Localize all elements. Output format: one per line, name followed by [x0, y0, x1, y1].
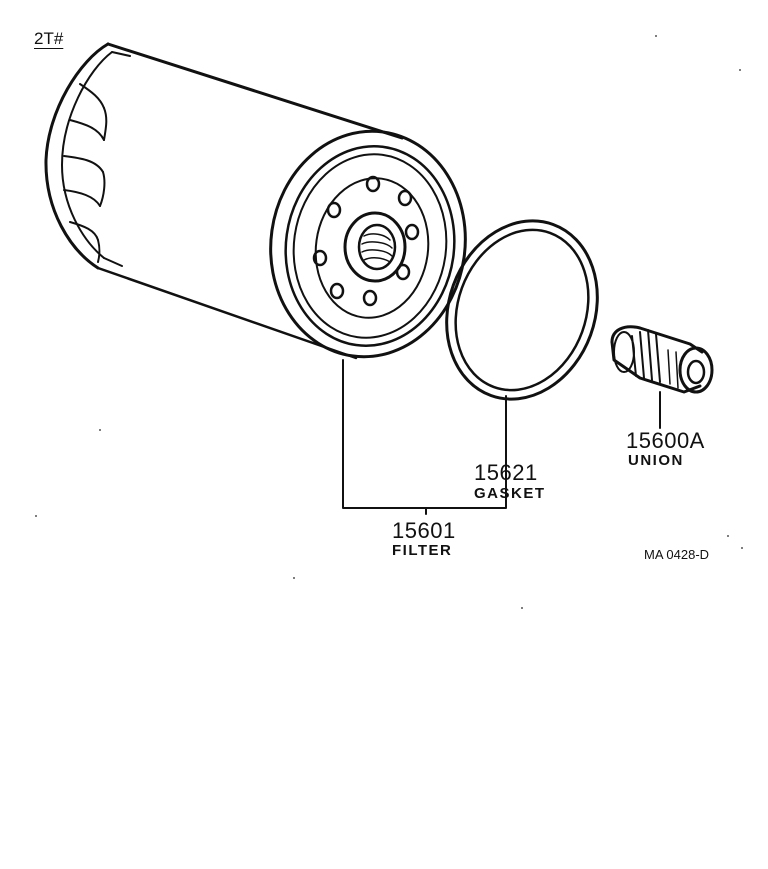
oil-filter-drawing	[44, 42, 467, 360]
diagram-code: MA 0428-D	[644, 547, 710, 562]
part-number-union: 15600A	[626, 428, 705, 453]
union-drawing	[610, 325, 714, 394]
part-number-gasket: 15621	[474, 460, 538, 485]
part-name-union: UNION	[628, 452, 684, 469]
leader-lines	[342, 359, 661, 515]
scan-specks	[35, 35, 743, 609]
model-variant-label: 2T#	[34, 29, 64, 48]
part-name-filter: FILTER	[392, 542, 453, 559]
part-name-gasket: GASKET	[474, 485, 546, 502]
gasket-drawing	[445, 219, 599, 401]
part-number-filter: 15601	[392, 518, 456, 543]
